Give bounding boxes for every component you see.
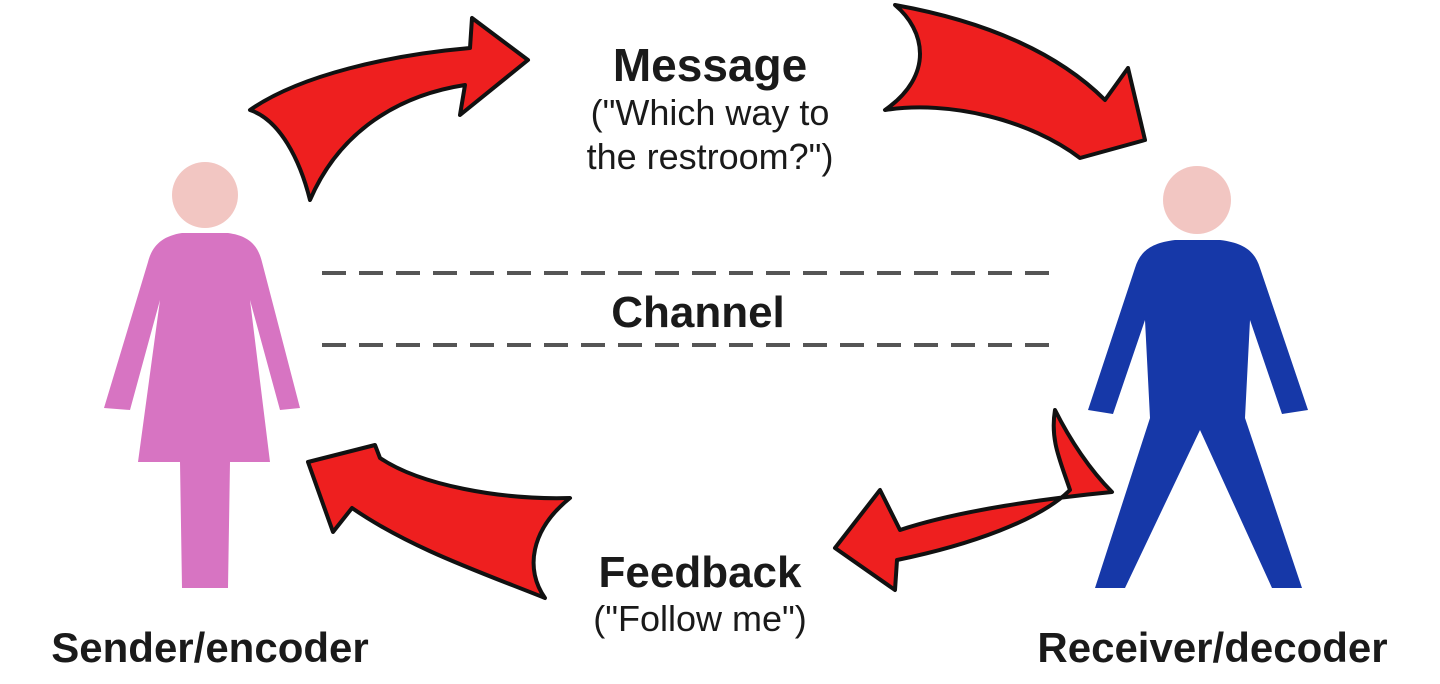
channel-title: Channel (611, 288, 785, 337)
receiver-body (1088, 240, 1308, 588)
arrow-message-to-receiver-icon (883, 3, 1147, 160)
message-title: Message (612, 39, 808, 91)
arrow-receiver-to-feedback-icon (833, 408, 1114, 592)
feedback-detail: ("Follow me") (593, 598, 807, 639)
feedback-title: Feedback (598, 548, 802, 597)
receiver-head (1163, 166, 1231, 234)
sender-head (172, 162, 238, 228)
message-detail-line1: ("Which way to (590, 92, 830, 133)
channel-lines (322, 271, 1058, 347)
arrow-sender-to-message-icon (248, 16, 530, 202)
sender-label: Sender/encoder (51, 624, 369, 671)
woman-figure-icon (104, 162, 300, 588)
arrows (248, 3, 1147, 600)
arrow-feedback-to-sender-icon (306, 443, 572, 600)
receiver-label: Receiver/decoder (1037, 624, 1388, 671)
message-detail-line2: the restroom?") (586, 136, 834, 177)
man-figure-icon (1088, 166, 1308, 588)
sender-body (104, 233, 300, 588)
